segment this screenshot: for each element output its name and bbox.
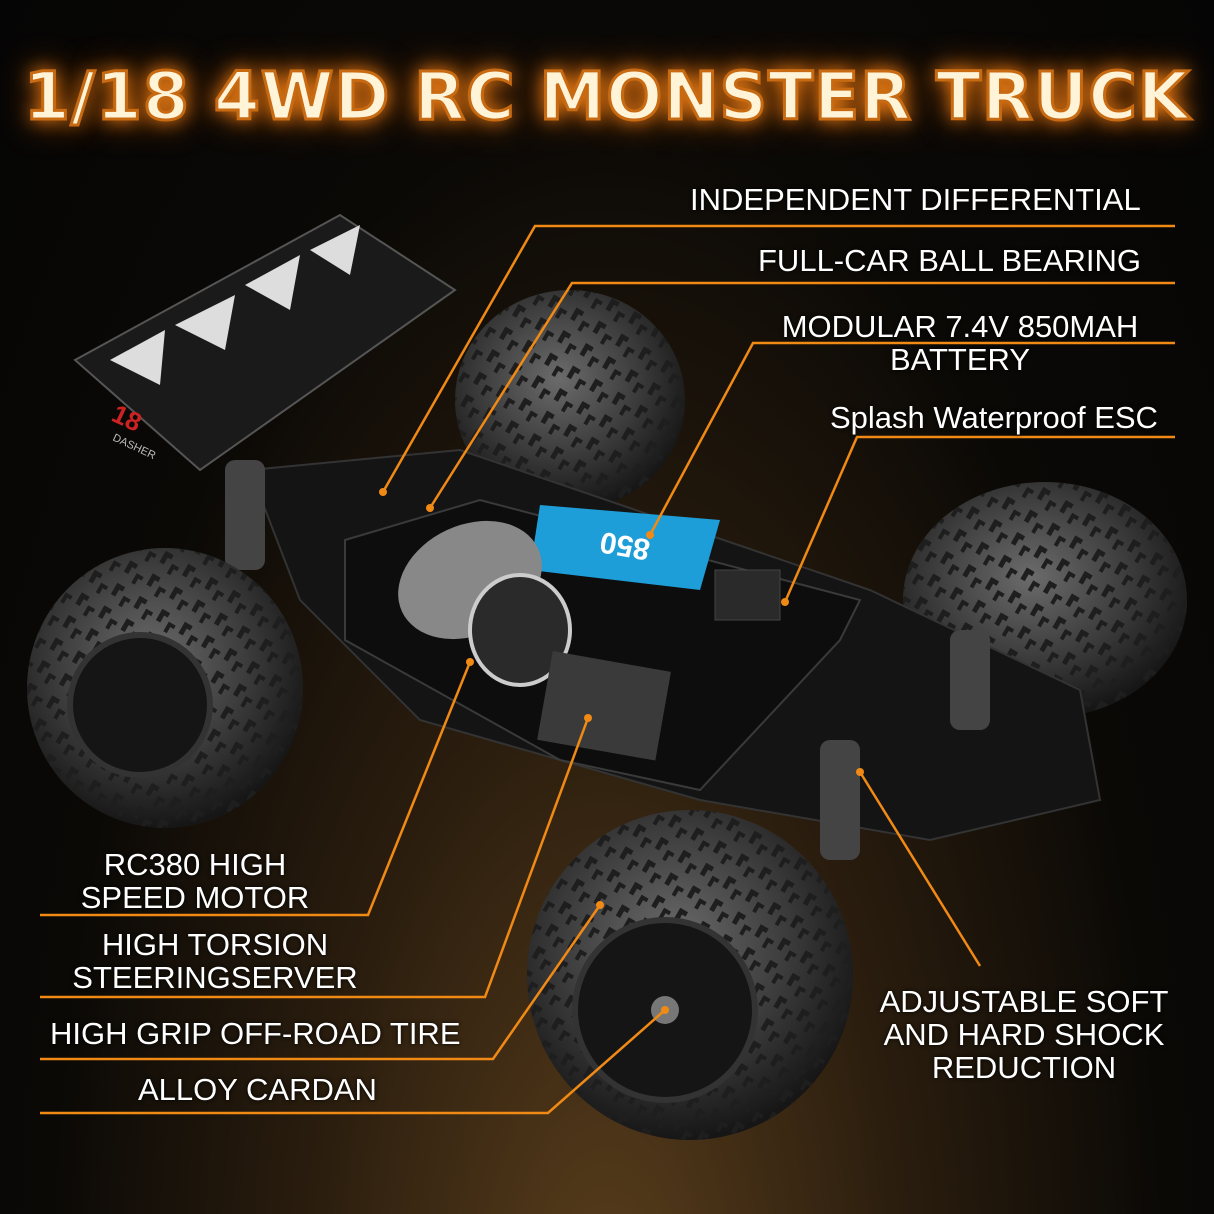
callout-shock-line3: REDUCTION [931,1050,1117,1085]
wheel-front-bottom [527,810,853,1140]
callout-dots [379,488,864,1014]
callout-shock-line1: ADJUSTABLE SOFT [879,984,1169,1019]
callout-battery-line2: BATTERY [889,342,1031,377]
callout-battery: MODULAR 7.4V 850MAH BATTERY [760,310,1160,376]
callout-motor: RC380 HIGH SPEED MOTOR [40,848,350,914]
wheel-rear-left [27,548,303,828]
callout-shock: ADJUSTABLE SOFT AND HARD SHOCK REDUCTION [865,985,1183,1084]
truck: 18 DASHER 850 [27,213,1187,1140]
callout-shock-line2: AND HARD SHOCK [883,1017,1165,1052]
callout-bearing: FULL-CAR BALL BEARING [758,243,1142,278]
callout-motor-line2: SPEED MOTOR [80,880,310,915]
callout-steering-line1: HIGH TORSION [101,927,329,962]
callout-lines [40,224,1175,1115]
callout-esc: Splash Waterproof ESC [830,400,1158,435]
page-title: 1/18 4WD RC MONSTER TRUCK [22,57,1191,137]
rear-wing: 18 DASHER [73,213,457,472]
callout-battery-line1: MODULAR 7.4V 850MAH [781,309,1139,344]
callout-motor-line1: RC380 HIGH [103,847,287,882]
callout-tire: HIGH GRIP OFF-ROAD TIRE [50,1016,461,1051]
callout-steering-line2: STEERINGSERVER [72,960,358,995]
motor [398,520,572,687]
callout-differential: INDEPENDENT DIFFERENTIAL [690,182,1141,217]
wheel-rear-top [455,290,685,510]
callout-cardan: ALLOY CARDAN [138,1072,377,1107]
chassis: 850 [225,448,1102,860]
callout-steering: HIGH TORSION STEERINGSERVER [60,928,370,994]
